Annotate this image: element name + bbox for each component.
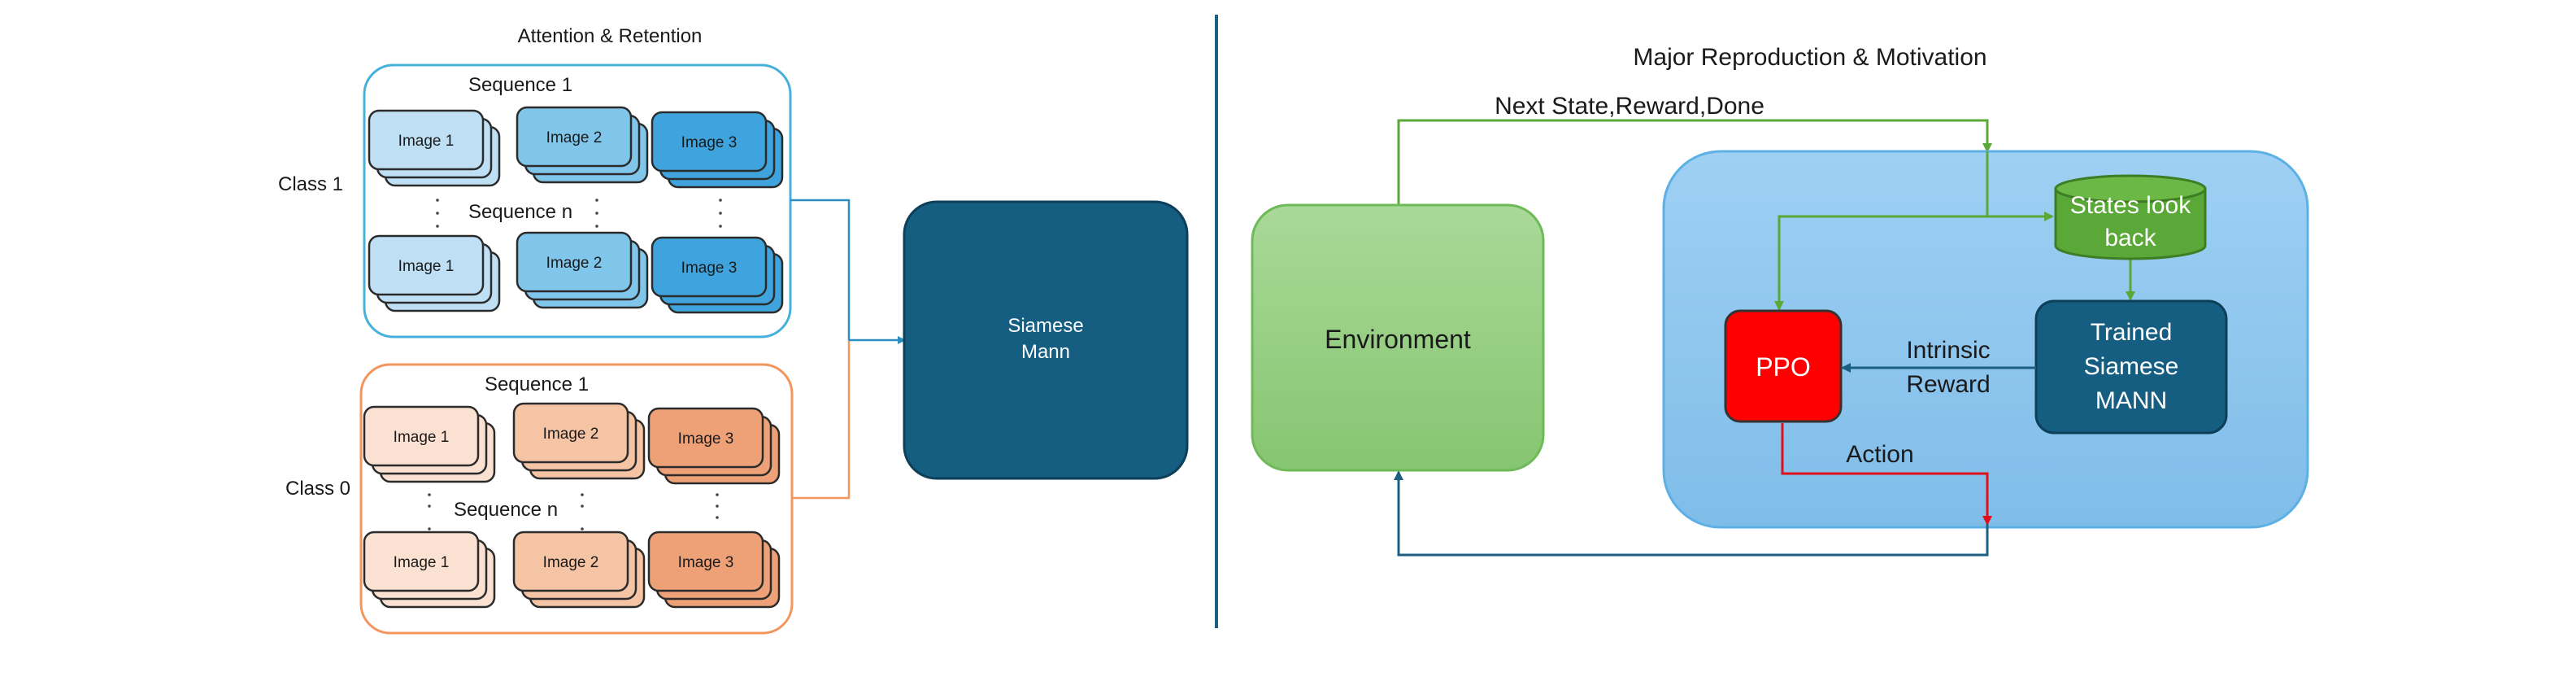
trained-mann-label-line3: MANN: [2095, 387, 2167, 414]
image-card: [363, 531, 480, 592]
image-stack: Image 3: [647, 407, 781, 485]
states-look-back-database: [2054, 174, 2207, 260]
image-stack: Image 1: [368, 109, 501, 187]
right-panel-title: Major Reproduction & Motivation: [1633, 44, 1986, 71]
class1-ellipsis-dots: [436, 199, 722, 228]
left-panel-title: Attention & Retention: [518, 25, 703, 47]
siamese-mann-label-line1: Siamese: [1007, 315, 1083, 337]
image-card-label: Image 2: [546, 129, 603, 146]
class0-label: Class 0: [285, 478, 350, 500]
image-card-label: Image 1: [398, 258, 455, 275]
image-card: [368, 234, 485, 296]
next-state-arrow: [1397, 119, 1992, 205]
image-card-label: Image 2: [543, 426, 599, 443]
image-card-label: Image 3: [681, 134, 738, 151]
image-card: [516, 106, 633, 168]
class1-label: Class 1: [278, 173, 343, 195]
image-stack: Image 1: [363, 405, 496, 483]
action-arrow: [1781, 423, 1992, 526]
image-stack: Image 2: [516, 106, 649, 184]
image-card: [512, 402, 629, 464]
image-card-label: Image 3: [678, 430, 734, 448]
intrinsic-reward-label-line2: Reward: [1906, 371, 1990, 398]
image-card-label: Image 2: [543, 554, 599, 571]
image-card-label: Image 1: [398, 133, 455, 150]
environment-label: Environment: [1325, 325, 1471, 354]
states-look-back-label-line2: back: [2104, 225, 2156, 251]
class0-image-stacks: Image 1 Image 2 Image 3 Image 1 Image 2 Image…: [363, 402, 781, 609]
class0-sequence-bottom-label: Sequence n: [454, 499, 558, 521]
action-to-environment-arrow: [1394, 470, 1989, 557]
image-stack: Image 2: [512, 531, 646, 609]
image-stack: Image 1: [368, 234, 501, 312]
image-stack: Image 3: [651, 236, 784, 314]
image-card: [516, 231, 633, 293]
image-stack: Image 3: [651, 111, 784, 189]
image-stack: Image 3: [647, 531, 781, 609]
image-stack: Image 2: [512, 402, 646, 480]
class0-ellipsis-dots: [428, 493, 719, 531]
intrinsic-reward-label-line1: Intrinsic: [1906, 337, 1990, 364]
image-card-label: Image 1: [394, 429, 450, 446]
trained-mann-label-line2: Siamese: [2084, 353, 2179, 380]
image-card: [651, 111, 768, 173]
image-card: [512, 531, 629, 592]
class1-sequence-bottom-label: Sequence n: [468, 201, 572, 223]
image-stack: Image 2: [516, 231, 649, 309]
image-card-label: Image 1: [394, 554, 450, 571]
image-card: [647, 531, 764, 592]
siamese-mann-box: [903, 200, 1189, 480]
next-state-label: Next State,Reward,Done: [1495, 93, 1764, 120]
states-to-ppo-arrow: [1774, 215, 1987, 311]
class1-sequence-top-label: Sequence 1: [468, 74, 572, 96]
image-card: [647, 407, 764, 469]
siamese-mann-label-line2: Mann: [1021, 341, 1070, 363]
action-label: Action: [1846, 441, 1913, 468]
image-card: [651, 236, 768, 298]
states-look-back-label-line1: States look: [2070, 192, 2191, 219]
class1-image-stacks: Image 1 Image 2 Image 3 Image 1 Image 2 Image…: [368, 106, 784, 314]
image-card-label: Image 3: [678, 554, 734, 571]
image-card: [368, 109, 485, 171]
ppo-label: PPO: [1756, 352, 1811, 382]
class0-connector: [792, 340, 851, 500]
image-card: [363, 405, 480, 467]
image-card-label: Image 3: [681, 260, 738, 277]
trained-mann-label-line1: Trained: [2091, 319, 2173, 346]
image-card-label: Image 2: [546, 255, 603, 272]
image-stack: Image 1: [363, 531, 496, 609]
class1-connector: [790, 199, 851, 340]
class0-sequence-top-label: Sequence 1: [485, 373, 589, 395]
